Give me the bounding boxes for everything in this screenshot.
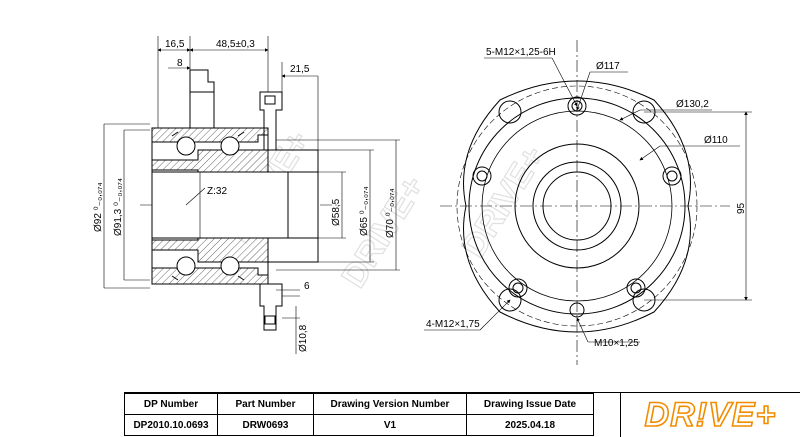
header-dp-number: DP Number [124,393,218,415]
dim-dia-91-3: Ø91,3 ⁰₋₀,₀₇₄ [113,178,124,236]
dim-thread-bottom: 4-M12×1,75 [426,319,480,330]
dim-dia-117: Ø117 [596,61,620,72]
dim-dia-130-2: Ø130,2 [676,99,709,110]
dim-6: 6 [304,281,310,292]
dim-21-5: 21,5 [290,64,310,75]
title-block-table: DP Number Part Number Drawing Version Nu… [124,393,594,436]
left-dimensions [103,36,400,354]
header-part-number: Part Number [217,393,314,415]
title-block-value-row: DP2010.10.0693 DRW0693 V1 2025.04.18 [124,414,594,436]
dim-95: 95 [736,202,747,214]
dim-dia-10-8: Ø10,8 [298,324,309,352]
left-dimension-labels: 16,5 48,5±0,3 8 21,5 Z:32 Ø92 ⁰₋₀,₀₇₄ Ø9… [93,39,396,352]
dim-16-5: 16,5 [165,39,185,50]
dim-dia-65: Ø65 ⁰₋₀,₀₇₄ [359,186,370,236]
dim-48-5: 48,5±0,3 [216,39,255,50]
title-block-header-row: DP Number Part Number Drawing Version Nu… [124,393,594,415]
dim-thread-small: M10×1,25 [594,338,639,349]
dim-dia-110: Ø110 [704,135,728,146]
dim-thread-top: 5-M12×1,25-6H [486,47,556,58]
dim-dia-92: Ø92 ⁰₋₀,₀₇₄ [93,182,104,232]
hub-front-view [440,40,730,365]
dim-8: 8 [177,58,183,69]
right-dimensions [424,57,752,343]
hub-section-view [140,69,340,331]
dim-dia-70: Ø70 ⁰₋₀,₀₇₄ [385,188,396,238]
value-issue-date: 2025.04.18 [466,414,594,436]
logo-text: DR!VE+ [644,395,777,435]
header-drawing-version: Drawing Version Number [313,393,467,415]
right-dimension-labels: 5-M12×1,25-6H Ø117 Ø130,2 Ø110 95 4-M12×… [426,47,747,349]
dim-dia-58-5: Ø58,5 [331,198,342,226]
value-dp-number: DP2010.10.0693 [124,414,218,436]
title-block: DP Number Part Number Drawing Version Nu… [124,392,800,437]
technical-drawing: DRIVE+ DRIVE+ DRIVE+ [93,36,752,365]
watermark-right: DRIVE+ [334,169,433,295]
header-issue-date: Drawing Issue Date [466,393,594,415]
value-part-number: DRW0693 [217,414,314,436]
value-drawing-version: V1 [313,414,467,436]
drive-logo: DR!VE+ [620,393,800,437]
dim-z32: Z:32 [207,186,227,197]
svg-text:DRIVE+: DRIVE+ [335,169,433,294]
